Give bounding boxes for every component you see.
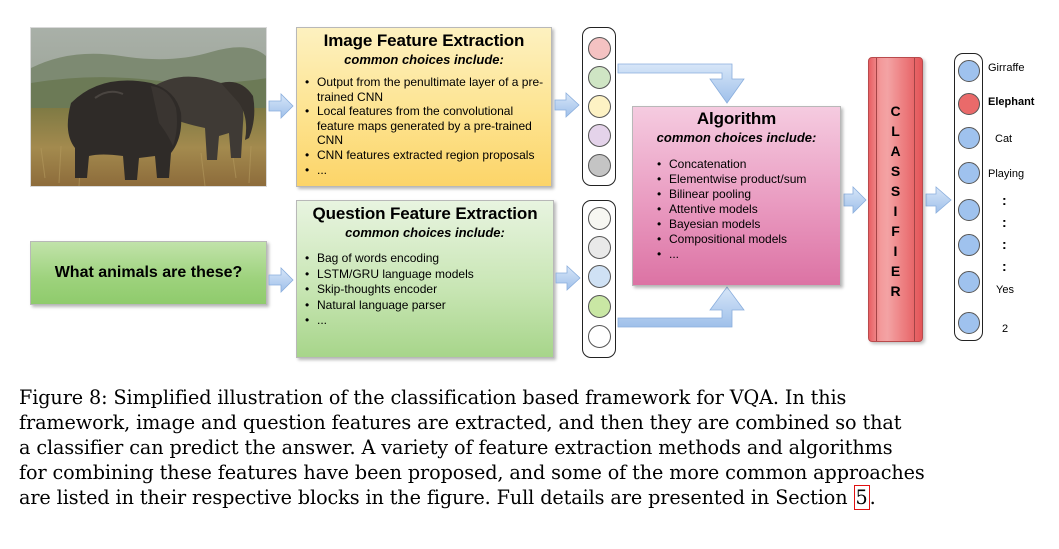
image-feature-extraction-box: Image Feature Extraction common choices … <box>296 27 552 187</box>
vector-cell <box>587 95 611 118</box>
arrow-right-icon <box>554 92 580 118</box>
caption-period: . <box>869 486 876 509</box>
list-item: CNN features extracted region proposals <box>305 148 551 163</box>
caption-line: are listed in their respective blocks in… <box>19 485 1041 510</box>
caption-line: for combining these features have been p… <box>19 461 925 484</box>
algorithm-box: Algorithm common choices include: Concat… <box>632 106 841 286</box>
list-item: ... <box>305 313 553 329</box>
output-label: Girraffe <box>988 62 1025 74</box>
ellipsis-mark: : <box>1002 192 1007 208</box>
list-item: Natural language parser <box>305 298 553 314</box>
output-cell <box>957 271 980 293</box>
arrow-right-icon <box>555 265 581 291</box>
algorithm-list: Concatenation Elementwise product/sum Bi… <box>633 157 840 262</box>
output-cell <box>957 162 980 184</box>
question-text: What animals are these? <box>54 264 243 281</box>
ellipsis-mark: : <box>1002 214 1007 230</box>
question-feature-title: Question Feature Extraction <box>312 204 538 223</box>
classifier-letter: F <box>891 223 900 239</box>
vector-cell <box>587 37 611 60</box>
list-item: Output from the penultimate layer of a p… <box>305 75 551 104</box>
vector-cell <box>587 265 611 288</box>
image-feature-list: Output from the penultimate layer of a p… <box>297 75 551 177</box>
arrow-right-icon <box>925 186 952 214</box>
classifier-letter: C <box>890 103 901 119</box>
question-feature-vector <box>582 200 616 358</box>
image-feature-subtitle: common choices include: <box>344 52 504 67</box>
output-cell-selected <box>957 93 980 115</box>
list-item: LSTM/GRU language models <box>305 267 553 283</box>
output-vector <box>954 53 983 341</box>
image-feature-title: Image Feature Extraction <box>323 31 525 50</box>
ellipsis-mark: : <box>1002 258 1007 274</box>
arrow-down-icon <box>617 63 745 104</box>
arrow-right-icon <box>268 93 294 119</box>
classifier-letter: S <box>890 183 901 199</box>
list-item: Compositional models <box>657 232 840 247</box>
question-text-box: What animals are these? <box>30 241 267 305</box>
question-feature-subtitle: common choices include: <box>345 225 505 240</box>
caption-line: Figure 8: Simplified illustration of the… <box>19 386 847 409</box>
classifier-letter: A <box>890 143 901 159</box>
vector-cell <box>587 295 611 318</box>
output-label: Playing <box>988 168 1025 180</box>
caption-line: a classifier can predict the answer. A v… <box>19 436 893 459</box>
arrow-right-icon <box>843 186 867 214</box>
vector-cell <box>587 236 611 259</box>
question-feature-extraction-box: Question Feature Extraction common choic… <box>296 200 554 358</box>
classifier-letter: R <box>890 283 901 299</box>
list-item: ... <box>657 247 840 262</box>
list-item: ... <box>305 163 551 178</box>
output-cell <box>957 199 980 221</box>
section-reference-link[interactable]: 5 <box>853 485 870 510</box>
arrow-up-icon <box>617 286 745 328</box>
classifier-letter: I <box>893 243 898 259</box>
output-label: Cat <box>995 133 1013 145</box>
list-item: Skip-thoughts encoder <box>305 282 553 298</box>
classifier-letter: E <box>890 263 901 279</box>
image-feature-vector <box>582 27 616 186</box>
vector-cell <box>587 207 611 230</box>
classifier-block: C L A S S I F I E R <box>868 57 923 342</box>
vector-cell <box>587 124 611 147</box>
algorithm-title: Algorithm <box>696 109 777 128</box>
output-label-selected: Elephant <box>988 96 1035 108</box>
list-item: Bayesian models <box>657 217 840 232</box>
output-cell <box>957 234 980 256</box>
classifier-letter: S <box>890 163 901 179</box>
classifier-letter: L <box>891 123 900 139</box>
output-cell <box>957 127 980 149</box>
list-item: Concatenation <box>657 157 840 172</box>
ellipsis-mark: : <box>1002 236 1007 252</box>
figure-caption: Figure 8: Simplified illustration of the… <box>19 385 1041 510</box>
arrow-layer <box>268 63 952 328</box>
output-label: 2 <box>1002 323 1009 335</box>
vector-cell <box>587 325 611 348</box>
list-item: Bag of words encoding <box>305 251 553 267</box>
classifier-letter: I <box>893 203 898 219</box>
question-feature-list: Bag of words encoding LSTM/GRU language … <box>297 251 553 329</box>
list-item: Bilinear pooling <box>657 187 840 202</box>
output-cell <box>957 60 980 82</box>
list-item: Local features from the convolutional fe… <box>305 104 551 148</box>
list-item: Elementwise product/sum <box>657 172 840 187</box>
caption-text: are listed in their respective blocks in… <box>19 486 854 509</box>
elephant-photo <box>30 27 267 187</box>
output-label: Yes <box>996 284 1014 296</box>
list-item: Attentive models <box>657 202 840 217</box>
vector-cell <box>587 154 611 177</box>
algorithm-subtitle: common choices include: <box>656 130 817 145</box>
vector-cell <box>587 66 611 89</box>
arrow-right-icon <box>268 267 294 293</box>
caption-line: framework, image and question features a… <box>19 411 902 434</box>
output-cell <box>957 312 980 334</box>
